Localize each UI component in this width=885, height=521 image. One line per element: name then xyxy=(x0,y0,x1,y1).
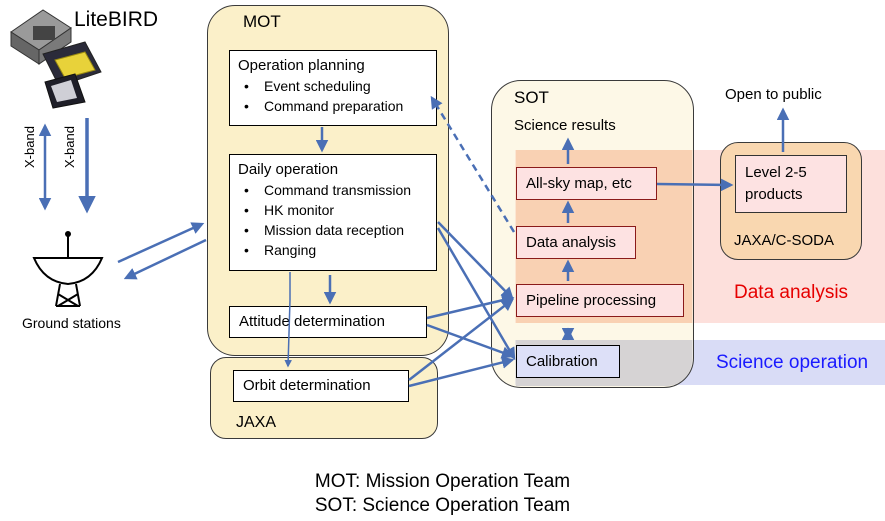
list-item: Event scheduling xyxy=(244,76,428,96)
list-item: HK monitor xyxy=(244,200,428,220)
litebird-satellite-icon xyxy=(5,2,105,112)
attitude-determination-label: Attitude determination xyxy=(239,313,385,330)
level-products-label: Level 2-5 products xyxy=(745,164,807,203)
pipeline-processing-label: Pipeline processing xyxy=(526,292,657,309)
daily-operation-title: Daily operation xyxy=(238,161,339,178)
data-analysis-region-label: Data analysis xyxy=(734,282,849,303)
list-item: Ranging xyxy=(244,240,428,260)
data-analysis-label: Data analysis xyxy=(526,234,617,251)
operation-planning-box: Operation planning Event scheduling Comm… xyxy=(229,50,437,126)
jaxa-title: JAXA xyxy=(236,414,277,431)
data-analysis-box: Data analysis xyxy=(516,226,636,259)
operation-planning-title: Operation planning xyxy=(238,57,365,74)
science-operation-region-label: Science operation xyxy=(716,352,869,373)
footer-line-2: SOT: Science Operation Team xyxy=(314,495,571,516)
allsky-map-label: All-sky map, etc xyxy=(526,175,632,192)
xband-left-label: X-band xyxy=(22,126,37,168)
pipeline-processing-box: Pipeline processing xyxy=(516,284,684,317)
list-item: Command preparation xyxy=(244,96,428,116)
satellite-name: LiteBIRD xyxy=(74,8,159,31)
calibration-box: Calibration xyxy=(516,345,620,378)
level-products-box: Level 2-5 products xyxy=(735,155,847,213)
open-to-public-label: Open to public xyxy=(725,86,822,103)
list-item: Command transmission xyxy=(244,180,428,200)
ground-to-mot-arrow xyxy=(117,222,205,264)
daily-operation-box: Daily operation Command transmission HK … xyxy=(229,154,437,271)
footer-line-1: MOT: Mission Operation Team xyxy=(314,471,571,492)
mot-title: MOT xyxy=(243,12,281,31)
list-item: Mission data reception xyxy=(244,220,428,240)
csoda-title: JAXA/C-SODA xyxy=(734,232,835,249)
orbit-determination-box: Orbit determination xyxy=(233,370,409,402)
attitude-determination-box: Attitude determination xyxy=(229,306,427,338)
science-results-label: Science results xyxy=(514,117,616,134)
ground-station-icon xyxy=(30,228,110,310)
mot-to-ground-arrow xyxy=(123,238,207,280)
calibration-label: Calibration xyxy=(526,353,598,370)
orbit-determination-label: Orbit determination xyxy=(243,377,371,394)
sot-title: SOT xyxy=(514,88,549,107)
ground-stations-label: Ground stations xyxy=(22,315,121,331)
allsky-map-box: All-sky map, etc xyxy=(516,167,657,200)
xband-right-label: X-band xyxy=(62,126,77,168)
